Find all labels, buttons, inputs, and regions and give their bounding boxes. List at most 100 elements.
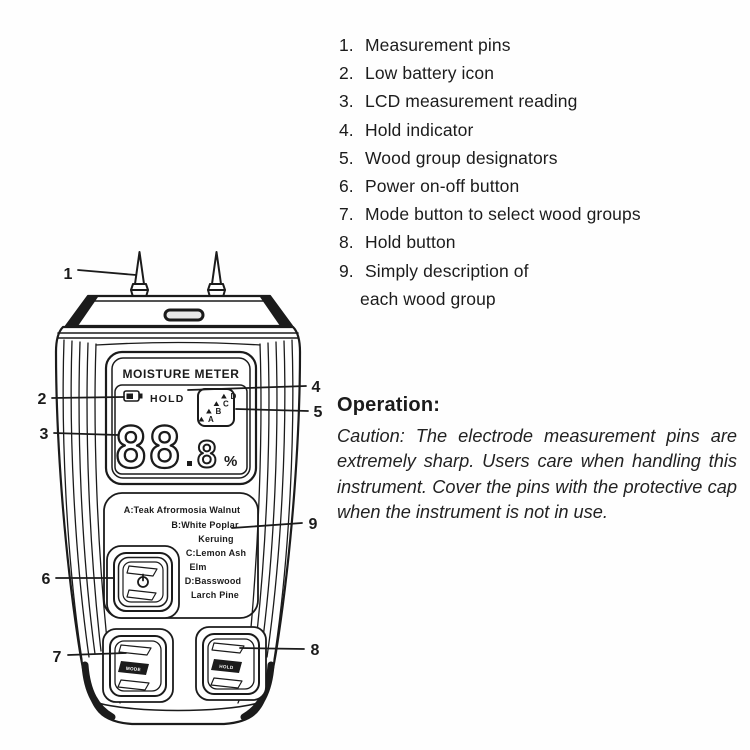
device-illustration: MOISTURE METER HOLD A — [54, 251, 302, 726]
panel-line-1: A:Teak Afrormosia Walnut — [124, 505, 240, 515]
reading-decimal-point — [187, 461, 192, 466]
parts-list-item-3: 3. LCD measurement reading — [339, 87, 741, 115]
left-pin-icon — [134, 251, 145, 285]
part-text: Hold button — [365, 232, 456, 253]
operation-section: Operation: Caution: The electrode measur… — [337, 394, 737, 526]
low-battery-icon — [123, 390, 143, 402]
panel-line-3: Keruing — [198, 534, 233, 544]
reading-decimal-digit: 8 — [196, 435, 218, 476]
parts-list-item-1: 1. Measurement pins — [339, 31, 741, 59]
power-button-bottom-ridge — [126, 589, 157, 601]
svg-text:1: 1 — [64, 266, 73, 283]
group-letter-c: C — [223, 400, 229, 409]
percent-sign: % — [224, 453, 237, 470]
mode-button-bottom-ridge — [117, 679, 150, 691]
caution-text: Caution: The electrode measurement pins … — [337, 426, 737, 523]
group-marker-b — [206, 408, 212, 414]
cap-slot — [163, 308, 205, 322]
power-icon — [137, 573, 149, 588]
svg-text:9: 9 — [309, 516, 318, 533]
group-letter-a: A — [208, 415, 214, 424]
svg-text:2: 2 — [38, 391, 47, 408]
callout-6-power-button: 6 — [42, 571, 115, 588]
panel-line-7: Larch Pine — [191, 590, 239, 600]
group-letter-d: D — [231, 392, 237, 401]
callout-5-group-designators: 5 — [235, 404, 323, 421]
part-text: Low battery icon — [365, 63, 495, 84]
part-text: Measurement pins — [365, 35, 511, 55]
part-number: 4. — [339, 119, 354, 140]
parts-list-item-4: 4. Hold indicator — [339, 116, 741, 144]
mode-button-label-chip — [118, 661, 149, 675]
part-number: 6. — [339, 176, 354, 197]
group-marker-c — [213, 401, 220, 406]
hold-button-top-ridge — [211, 642, 245, 654]
parts-list-item-5: 5. Wood group designators — [339, 144, 741, 172]
group-letter-b: B — [216, 407, 222, 416]
hold-button-label: HOLD — [219, 664, 234, 670]
right-pin-icon — [211, 251, 222, 285]
svg-text:3: 3 — [40, 426, 49, 443]
panel-line-5: Elm — [189, 562, 206, 572]
part-number: 7. — [339, 204, 354, 225]
svg-text:4: 4 — [312, 379, 321, 396]
part-text: Simply description of — [365, 260, 529, 281]
callout-7-mode-button: 7 — [53, 649, 127, 666]
lcd-inner-frame — [111, 357, 251, 479]
panel-line-6: D:Basswood — [185, 576, 242, 586]
svg-text:8: 8 — [311, 642, 320, 659]
parts-list-item-6: 6. Power on-off button — [339, 172, 741, 200]
parts-list-item-2: 2. Low battery icon — [339, 59, 741, 87]
part-number: 5. — [339, 147, 354, 168]
cap-right-shade — [260, 297, 292, 326]
bottom-inner-curve — [97, 702, 259, 712]
callout-9-group-description: 9 — [231, 516, 318, 533]
bottom-left-shade — [81, 661, 116, 721]
callout-8-hold-button: 8 — [239, 642, 320, 659]
part-number: 3. — [339, 91, 354, 112]
part-number: 1. — [339, 35, 354, 55]
operation-heading: Operation: — [337, 394, 441, 416]
mode-button-top-ridge — [118, 644, 152, 656]
part-text: Power on-off button — [365, 176, 520, 197]
brand-text: MOISTURE METER — [122, 367, 239, 381]
part-number: 8. — [339, 232, 354, 253]
part-text: each wood group — [360, 288, 496, 309]
parts-list-item-9: 9. Simply description of — [339, 257, 741, 285]
parts-list-item-8: 8. Hold button — [339, 228, 741, 256]
svg-text:7: 7 — [53, 649, 62, 666]
part-text: Mode button to select wood groups — [365, 204, 641, 225]
part-number: 9. — [339, 260, 354, 281]
hold-indicator: HOLD — [150, 393, 185, 405]
callout-1-measurement-pins: 1 — [64, 266, 137, 283]
part-text: LCD measurement reading — [365, 91, 578, 112]
parts-list-item-7: 7. Mode button to select wood groups — [339, 200, 741, 228]
cap-left-shade — [66, 297, 98, 326]
svg-text:6: 6 — [42, 571, 51, 588]
lcd-display: MOISTURE METER HOLD A — [104, 350, 258, 486]
top-cap — [56, 294, 300, 339]
parts-list: 1. Measurement pins 2. Low battery icon … — [339, 31, 741, 313]
power-button — [106, 545, 180, 619]
group-marker-a — [198, 416, 205, 422]
panel-line-2: B:White Poplar — [171, 520, 239, 530]
parts-list-item-9-continuation: each wood group — [339, 285, 741, 313]
hold-button-bottom-ridge — [210, 677, 243, 689]
mode-button: MODE — [102, 628, 174, 703]
svg-text:5: 5 — [314, 404, 323, 421]
power-button-top-ridge — [126, 565, 158, 577]
hold-button-label-chip — [211, 659, 242, 673]
panel-outline — [103, 492, 259, 619]
part-number: 2. — [339, 63, 354, 84]
bottom-right-shade — [240, 661, 275, 721]
lcd-measurement-reading: 88 8 % — [113, 415, 237, 482]
mode-button-label: MODE — [126, 666, 141, 673]
hold-button: HOLD — [195, 626, 267, 701]
group-marker-d — [221, 393, 227, 399]
part-text: Wood group designators — [365, 147, 558, 168]
lcd-screen — [114, 384, 248, 475]
wood-group-description-panel: A:Teak Afrormosia Walnut B:White Poplar … — [103, 492, 259, 619]
reading-main-digits: 88 — [114, 416, 181, 481]
